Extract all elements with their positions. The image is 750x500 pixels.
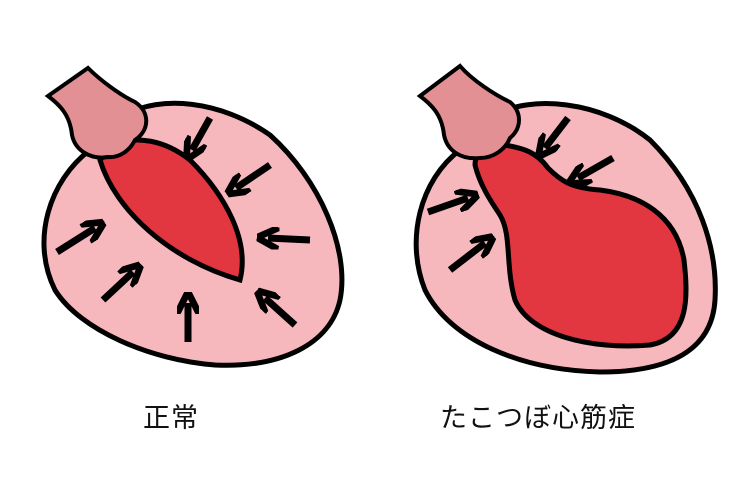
- arrow-icon: [236, 162, 272, 188]
- ventricle-cavity: [472, 141, 689, 349]
- arrow-icon: [545, 115, 571, 148]
- arrow-icon: [426, 198, 468, 216]
- arrow-icon: [268, 238, 311, 240]
- arrow-icon: [447, 243, 485, 273]
- atrium: [44, 65, 149, 160]
- arrow-icon: [55, 228, 95, 255]
- takotsubo-heart: [413, 63, 718, 375]
- arrow-icon: [100, 272, 133, 303]
- ventricle-cavity: [97, 137, 245, 284]
- contraction-arrows: [426, 115, 615, 273]
- atrium: [416, 63, 521, 161]
- arrow-icon: [578, 154, 615, 178]
- normal-label: 正常: [143, 403, 199, 434]
- arrow-icon: [265, 298, 298, 328]
- normal-heart: [41, 65, 345, 368]
- takotsubo-label: たこつぼ心筋症: [440, 403, 636, 434]
- arrow-icon: [192, 116, 214, 150]
- contraction-arrows: [55, 116, 311, 342]
